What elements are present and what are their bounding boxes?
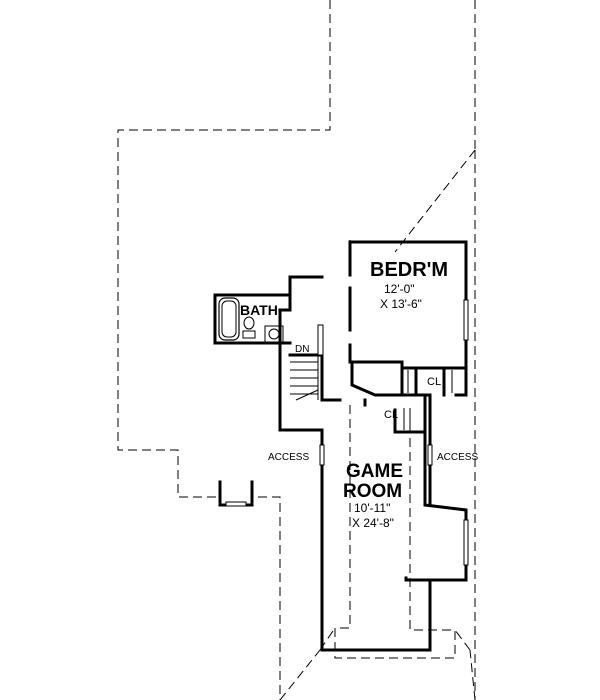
closet-label-1: CL — [427, 376, 441, 388]
game-room-dim-2: X 24'-8" — [352, 516, 394, 530]
bedroom-dim-1: 12'-0" — [384, 282, 415, 296]
bedroom-name: BEDR'M — [370, 259, 448, 281]
roof-outline — [117, 0, 476, 700]
access-label-left: ACCESS — [268, 452, 309, 463]
closet-label-2: CL — [384, 409, 398, 421]
game-room-dim-1: 10'-11" — [354, 501, 390, 515]
game-room-name-2: ROOM — [343, 481, 402, 502]
walls — [213, 240, 468, 652]
stairs — [290, 324, 324, 401]
closet-details — [403, 370, 453, 430]
game-room-ceiling-outline — [279, 405, 476, 700]
windows — [225, 299, 469, 566]
bath-fixtures — [218, 297, 284, 343]
bath-name: BATH — [240, 302, 278, 318]
bedroom-dim-2: X 13'-6" — [380, 297, 422, 311]
stair-down-label: DN — [295, 344, 309, 355]
game-room-name-1: GAME — [346, 461, 403, 482]
access-label-right: ACCESS — [437, 452, 478, 463]
